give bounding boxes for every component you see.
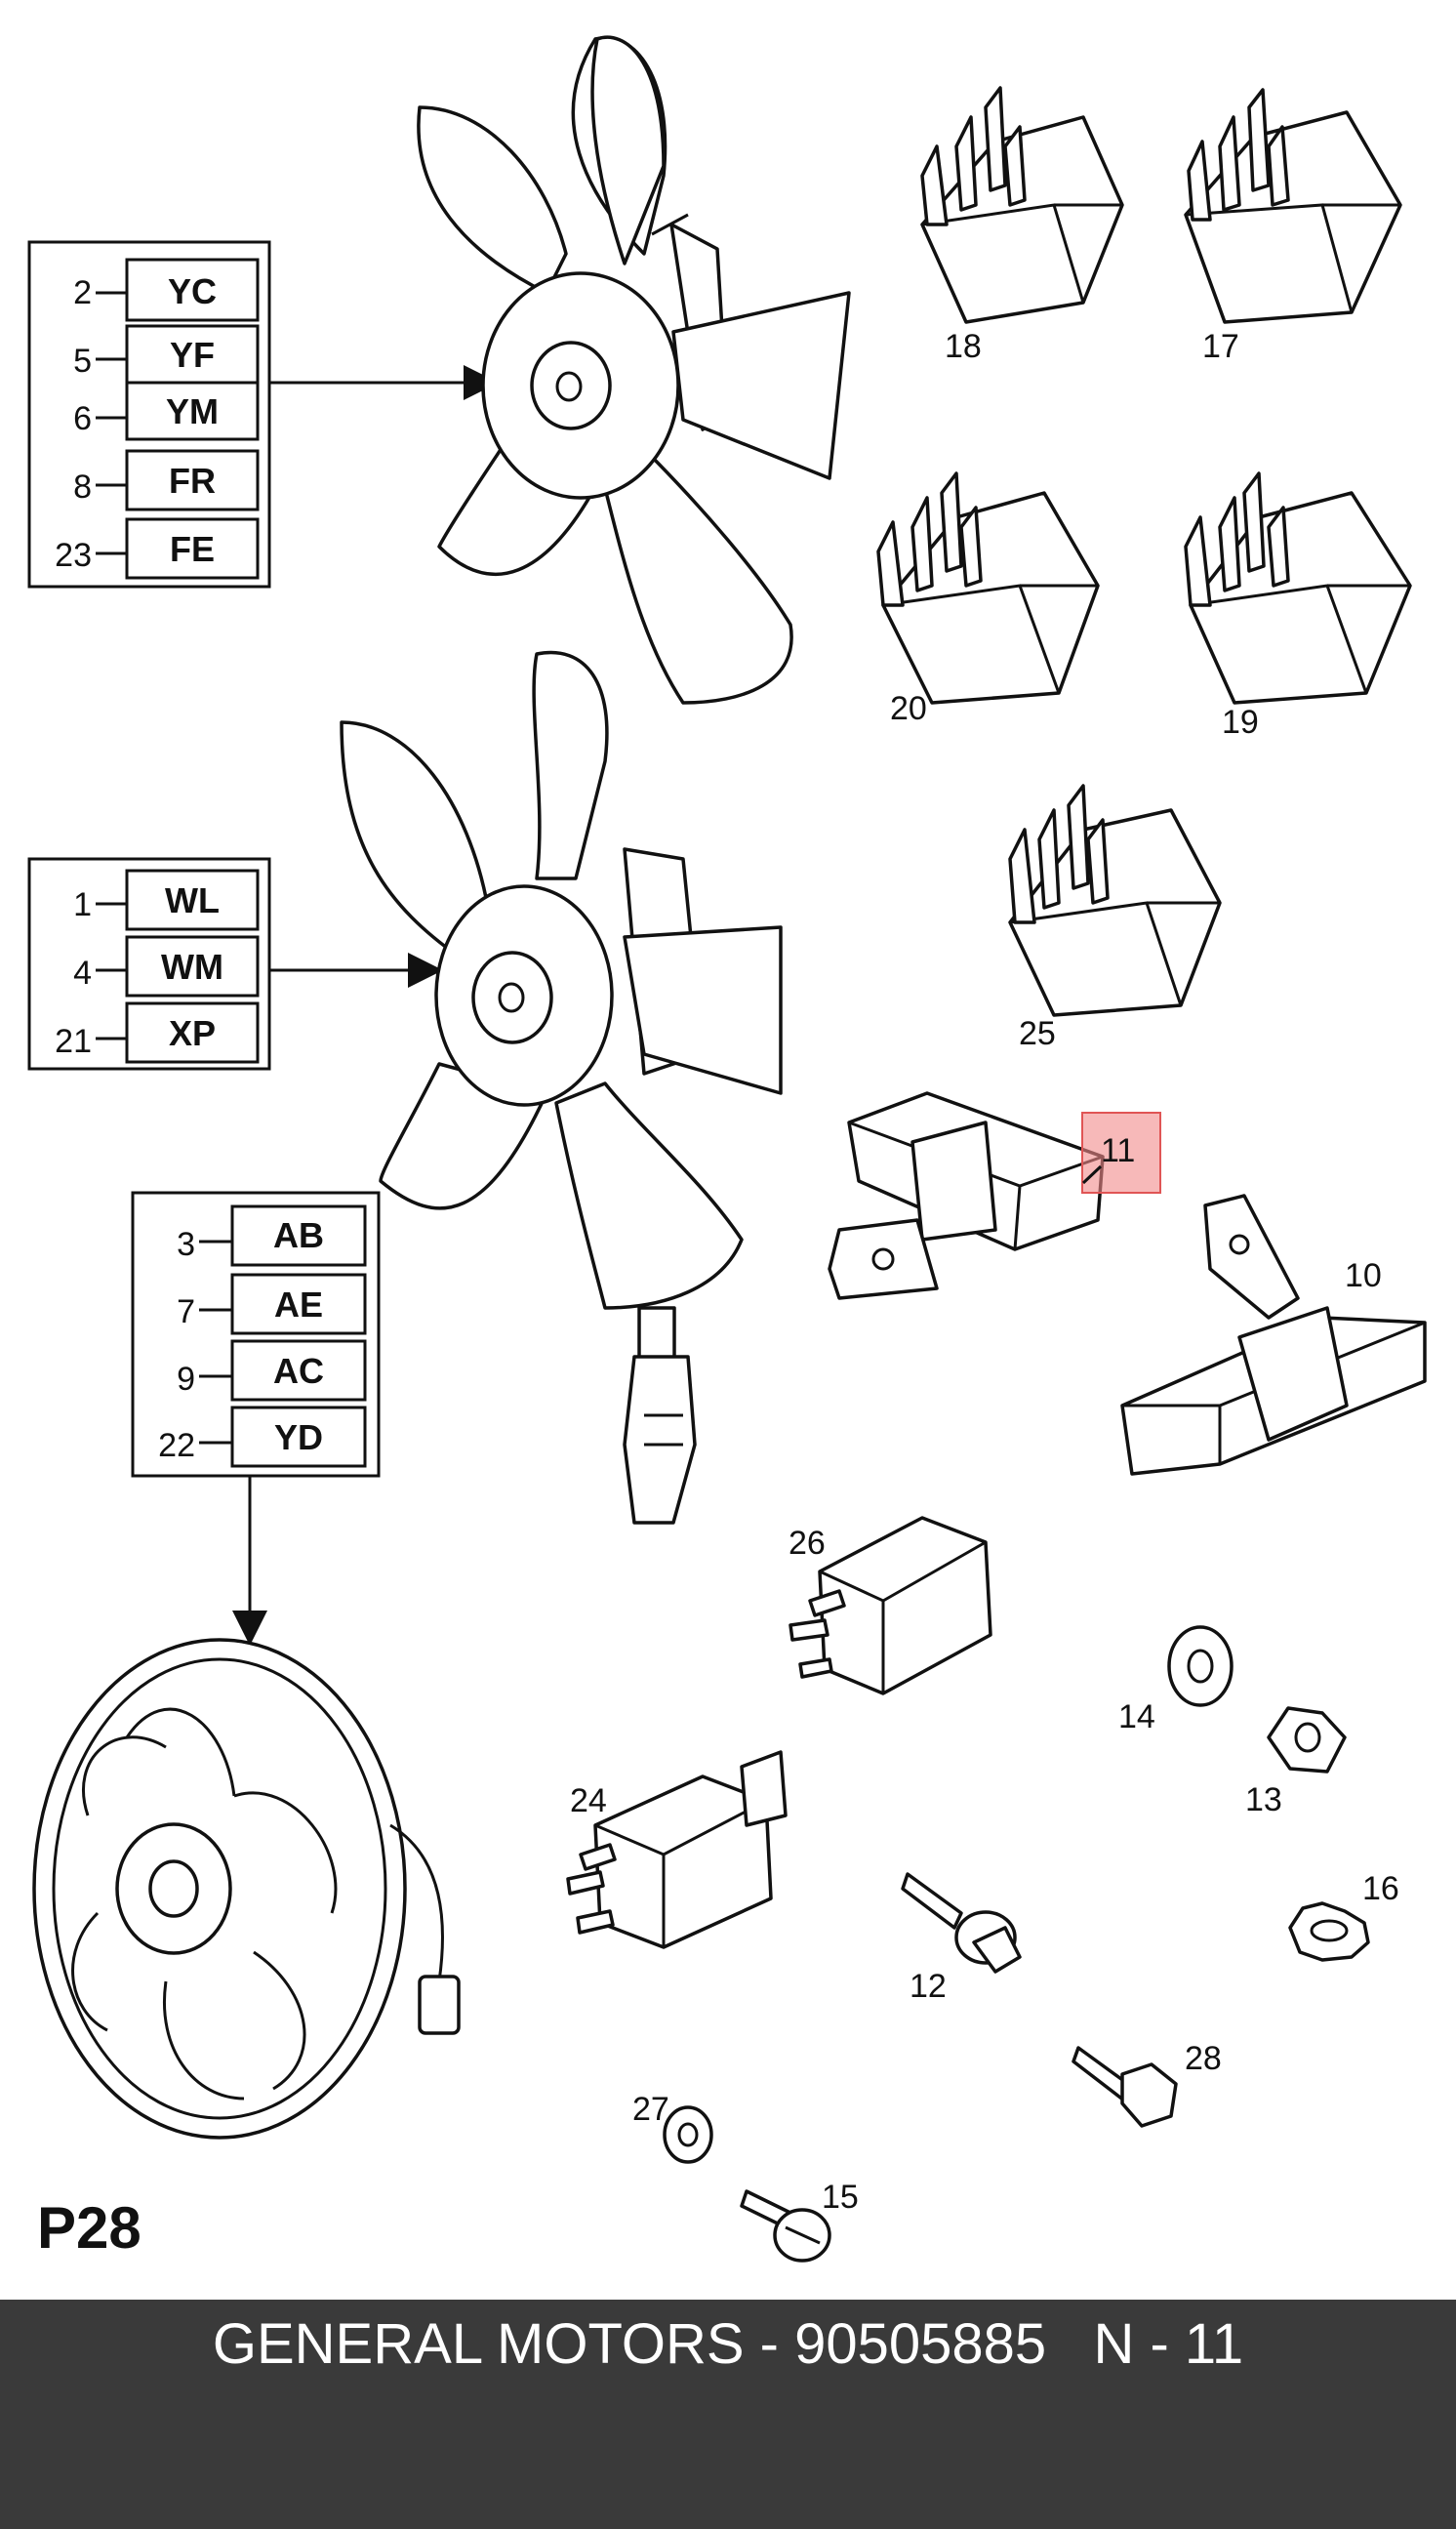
ref-number: 2 — [73, 274, 92, 311]
nut-13-drawing — [1267, 1706, 1347, 1774]
legend-row: 23 FE — [55, 517, 260, 580]
ref-number-15: 15 — [822, 2179, 859, 2216]
ref-number-20: 20 — [890, 690, 927, 727]
relay-24-drawing — [566, 1750, 788, 1949]
ref-number-10: 10 — [1345, 1257, 1382, 1294]
legend-row: 6 YM — [73, 381, 260, 441]
ref-number: 22 — [158, 1427, 195, 1464]
cooling-fan-3-drawing — [32, 1638, 461, 2140]
legend-row: 21 XP — [55, 1001, 260, 1064]
ref-number: 3 — [177, 1226, 195, 1263]
ref-number-26: 26 — [789, 1525, 826, 1562]
relay-19-drawing — [1184, 471, 1412, 705]
part-code: AC — [273, 1351, 324, 1391]
screw-12-drawing — [901, 1872, 1022, 1974]
resistor-11-drawing — [828, 1091, 1105, 1300]
legend-row: 2 YC — [73, 258, 260, 322]
cooling-fan-1-drawing — [417, 35, 851, 705]
part-code: YM — [166, 391, 219, 431]
relay-18-drawing — [920, 86, 1124, 324]
legend-row: 1 WL — [73, 869, 260, 931]
ref-number-28: 28 — [1185, 2040, 1222, 2077]
legend-row: 7 AE — [177, 1273, 367, 1335]
highlight-box — [1081, 1112, 1161, 1194]
part-code: AB — [273, 1215, 324, 1255]
ref-number-12: 12 — [910, 1968, 947, 2005]
ref-number-24: 24 — [570, 1782, 607, 1819]
ref-number: 23 — [55, 537, 92, 574]
ref-number-25: 25 — [1019, 1015, 1056, 1052]
part-code: WL — [165, 880, 220, 920]
legend-row: 22 YD — [158, 1406, 367, 1468]
ref-number-14: 14 — [1118, 1698, 1155, 1735]
relay-17-drawing — [1184, 88, 1402, 324]
bolt-15-drawing — [740, 2189, 831, 2263]
ref-number: 21 — [55, 1023, 92, 1060]
legend-fan-1: 2 YC 5 YF 6 YM 8 FR 23 FE — [27, 240, 499, 589]
footer-bar — [0, 2300, 1456, 2529]
legend-row: 9 AC — [177, 1339, 367, 1402]
part-code: FR — [169, 461, 216, 501]
legend-fan-3: 3 AB 7 AE 9 AC 22 YD — [131, 1191, 381, 1646]
ref-number-16: 16 — [1362, 1870, 1399, 1907]
part-code: AE — [274, 1285, 323, 1325]
legend-row: 4 WM — [73, 935, 260, 998]
ref-number: 6 — [73, 400, 92, 437]
relay-26-drawing — [789, 1516, 992, 1695]
screw-28-drawing — [1072, 2046, 1178, 2128]
part-code: YF — [170, 335, 215, 375]
ref-number-27: 27 — [632, 2091, 669, 2128]
ref-number: 8 — [73, 469, 92, 506]
part-code: YC — [168, 271, 217, 311]
ref-number-18: 18 — [945, 328, 982, 365]
legend-row: 3 AB — [177, 1204, 367, 1267]
ref-number-11: 11 — [1101, 1132, 1135, 1169]
ref-number-19: 19 — [1222, 704, 1259, 741]
bracket-10-drawing — [1120, 1194, 1427, 1476]
ref-number: 1 — [73, 886, 92, 923]
lock-washer-16-drawing — [1288, 1901, 1370, 1962]
part-code: XP — [169, 1013, 216, 1053]
part-code: YD — [274, 1417, 323, 1457]
relay-25-drawing — [1008, 784, 1222, 1017]
relay-20-drawing — [876, 471, 1100, 705]
ref-number-13: 13 — [1245, 1781, 1282, 1818]
ref-number: 7 — [177, 1293, 195, 1330]
cooling-fan-2-drawing — [340, 650, 783, 1525]
part-code: WM — [161, 947, 223, 987]
legend-row: 5 YF — [73, 324, 260, 385]
ref-number: 4 — [73, 955, 92, 992]
page-code: P28 — [37, 2195, 142, 2261]
part-code: FE — [170, 529, 215, 569]
ref-number: 5 — [73, 343, 92, 380]
washer-14-drawing — [1167, 1625, 1234, 1707]
footer-text: GENERAL MOTORS - 90505885 N - 11 — [212, 2312, 1244, 2376]
legend-fan-2: 1 WL 4 WM 21 XP — [27, 857, 443, 1071]
washer-27-drawing — [663, 2105, 713, 2164]
ref-number: 9 — [177, 1361, 195, 1398]
ref-number-17: 17 — [1202, 328, 1239, 365]
legend-row: 8 FR — [73, 449, 260, 511]
